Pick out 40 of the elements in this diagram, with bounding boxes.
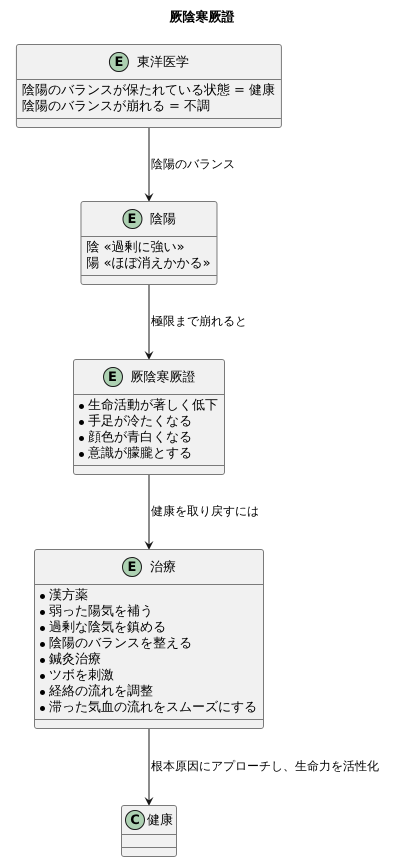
entity-box [34, 549, 264, 729]
entity-box [16, 44, 282, 128]
stereotype-badge: E [102, 367, 122, 387]
edge-label: 陰陽のバランス [151, 156, 235, 172]
diagram-title: 厥陰寒厥證 [170, 8, 234, 26]
stereotype-badge: E [122, 209, 142, 229]
entity-name: 健康 [147, 812, 173, 829]
arrow [144, 128, 154, 202]
arrow [144, 474, 154, 550]
attribute-text: 意識が朦朧とする [88, 446, 192, 462]
entity-name: 治療 [150, 559, 176, 576]
entity-name: 東洋医学 [137, 54, 189, 71]
stereotype-badge: C [125, 810, 145, 830]
attribute-text: 鍼灸治療 [49, 652, 101, 668]
attribute-text: 陰陽のバランスが保たれている状態 = 健康 [22, 83, 276, 99]
attribute-text: 生命活動が著しく低下 [88, 398, 218, 414]
edge-label: 極限まで崩れると [151, 313, 247, 330]
attribute-text: ツボを刺激 [49, 668, 114, 684]
attribute-text: 顔色が青白くなる [88, 430, 192, 446]
attribute-text: 経絡の流れを調整 [49, 684, 153, 700]
attribute-text: 陰陽のバランスを整える [49, 636, 192, 652]
attribute-text: 弱った陽気を補う [49, 604, 153, 620]
attribute-text: 滞った気血の流れをスムーズにする [49, 700, 257, 716]
arrow [144, 284, 154, 360]
entity-name: 厥陰寒厥證 [130, 369, 196, 386]
edge-label: 健康を取り戻すには [151, 503, 259, 520]
attribute-text: 手足が冷たくなる [88, 414, 192, 430]
entity-box [73, 359, 225, 475]
stereotype-badge: E [109, 52, 129, 72]
attribute-text: 陽 «ほぼ消えかかる» [86, 256, 211, 272]
attribute-text: 過剰な陰気を鎮める [49, 620, 166, 636]
entity-box [80, 201, 218, 285]
edge-label: 根本原因にアプローチし、生命力を活性化 [151, 758, 379, 775]
attribute-text: 陰陽のバランスが崩れる = 不調 [22, 99, 210, 115]
attribute-text: 漢方薬 [49, 588, 88, 604]
attribute-text: 陰 «過剰に強い» [86, 240, 185, 256]
entity-name: 陰陽 [150, 211, 176, 228]
arrow [144, 728, 154, 806]
entity-box [121, 805, 177, 857]
stereotype-badge: E [122, 557, 142, 577]
